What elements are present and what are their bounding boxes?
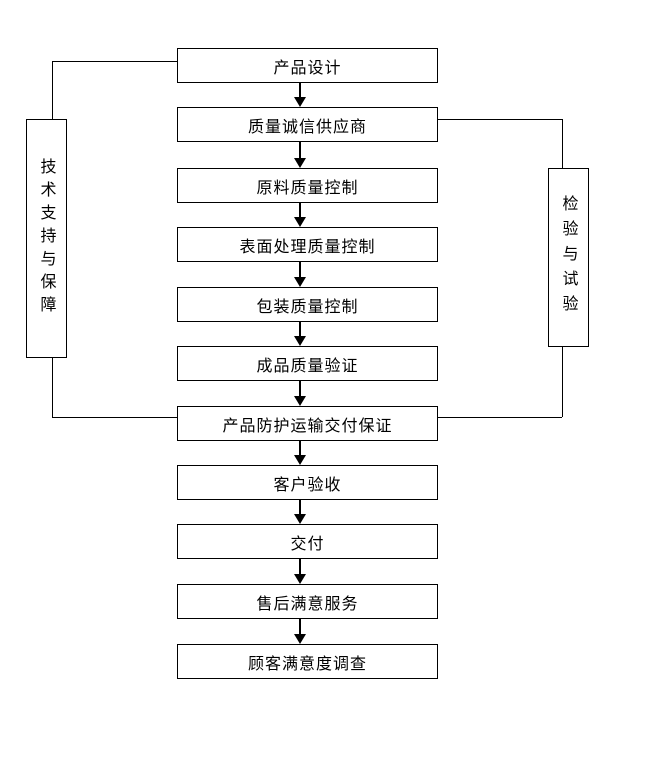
flow-step-protection-delivery: 产品防护运输交付保证 bbox=[177, 406, 438, 441]
flow-step-raw-material-qc: 原料质量控制 bbox=[177, 168, 438, 203]
flow-step-quality-supplier: 质量诚信供应商 bbox=[177, 107, 438, 142]
flow-step-delivery: 交付 bbox=[177, 524, 438, 559]
connector-line bbox=[52, 61, 177, 62]
connector-line bbox=[52, 417, 177, 418]
flow-step-packaging-qc: 包装质量控制 bbox=[177, 287, 438, 322]
flow-step-aftersales-service: 售后满意服务 bbox=[177, 584, 438, 619]
flow-step-finished-product-qa: 成品质量验证 bbox=[177, 346, 438, 381]
side-box-tech-support: 技术支持与保障 bbox=[26, 119, 67, 358]
side-box-inspection-testing: 检验与试验 bbox=[548, 168, 589, 347]
flow-step-surface-treatment-qc: 表面处理质量控制 bbox=[177, 227, 438, 262]
connector-line bbox=[52, 356, 53, 417]
flow-step-customer-acceptance: 客户验收 bbox=[177, 465, 438, 500]
connector-line bbox=[562, 119, 563, 168]
connector-line bbox=[52, 61, 53, 119]
connector-line bbox=[562, 345, 563, 417]
connector-line bbox=[437, 417, 562, 418]
flow-step-product-design: 产品设计 bbox=[177, 48, 438, 83]
connector-line bbox=[437, 119, 562, 120]
flow-step-satisfaction-survey: 顾客满意度调查 bbox=[177, 644, 438, 679]
